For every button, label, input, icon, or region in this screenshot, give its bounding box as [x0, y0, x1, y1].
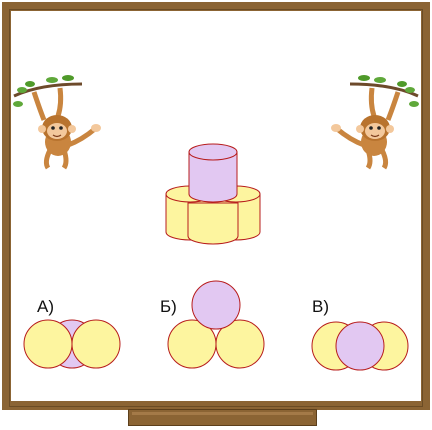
cylinder-stack: [165, 143, 261, 245]
option-c-label: В): [312, 297, 329, 316]
monkey-right-icon: [331, 75, 419, 170]
monkey-left-icon: [13, 75, 101, 170]
board-tray-highlight: [132, 412, 313, 415]
board-frame-inner: [9, 9, 423, 407]
option-a-label: А): [37, 297, 54, 316]
option-c-view[interactable]: [311, 321, 409, 371]
option-a-view[interactable]: [23, 319, 121, 369]
option-b-label: Б): [160, 297, 177, 316]
option-b-view[interactable]: [167, 280, 265, 369]
